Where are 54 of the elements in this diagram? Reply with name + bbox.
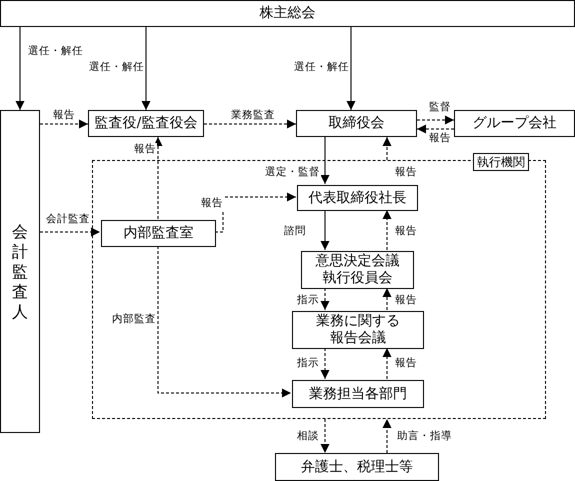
arrow — [416, 116, 454, 124]
advisor-box: 弁護士、税理士等 — [275, 453, 439, 481]
edge-label: 選任・解任 — [293, 61, 350, 74]
arrow — [320, 136, 330, 184]
arrow — [16, 26, 24, 110]
president-box: 代表取締役社長 — [297, 185, 418, 211]
group-company-box: グループ会社 — [454, 110, 575, 137]
arrow — [382, 418, 392, 454]
edge-label: 選任・解任 — [27, 45, 84, 58]
edge-label: 報告 — [200, 197, 224, 210]
arrow — [320, 418, 330, 454]
arrow — [382, 136, 392, 160]
arrow — [382, 210, 392, 250]
edge-label: 報告 — [394, 357, 418, 370]
arrow — [40, 228, 100, 236]
arrow — [320, 210, 330, 250]
arrow — [154, 136, 162, 220]
edge-label: 助言・指導 — [396, 430, 453, 443]
edge-label: 諮問 — [283, 225, 307, 238]
arrow — [382, 288, 392, 310]
edge-label: 報告 — [394, 166, 418, 179]
audit-board-box: 監査役/監査役会 — [88, 110, 204, 137]
edge-label: 選任・解任 — [88, 61, 145, 74]
arrow — [204, 120, 296, 128]
meeting-box: 株主総会 — [0, 0, 575, 27]
internal-audit-box: 内部監査室 — [101, 220, 216, 247]
edge-label: 報告 — [52, 109, 76, 122]
edge-label: 内部監査 — [111, 313, 157, 326]
arrow — [320, 348, 330, 380]
edge-label: 報告 — [133, 143, 157, 156]
group-label: 執行機関 — [473, 153, 529, 171]
edge-label: 監督 — [428, 101, 452, 114]
arrow — [214, 192, 296, 232]
arrow — [142, 26, 150, 110]
arrow — [320, 288, 330, 310]
arrow — [158, 246, 292, 398]
edge-label: 報告 — [394, 225, 418, 238]
edge-label: 報告 — [428, 132, 452, 145]
arrow — [346, 26, 356, 110]
edge-label: 相談 — [296, 430, 320, 443]
edge-label: 業務監査 — [230, 109, 276, 122]
arrow — [40, 120, 88, 128]
edge-label: 指示 — [296, 357, 320, 370]
department-box: 業務担当各部門 — [292, 380, 424, 408]
report-meeting-box: 業務に関する報告会議 — [292, 311, 424, 349]
arrow — [416, 124, 454, 134]
edge-label: 指示 — [296, 294, 320, 307]
edge-label: 報告 — [394, 294, 418, 307]
committee-box: 意思決定会議執行役員会 — [301, 251, 414, 289]
edge-label: 選定・監督 — [264, 166, 321, 179]
board-box: 取締役会 — [296, 110, 417, 137]
auditor-box: 会計監査人 — [0, 110, 40, 433]
arrow — [382, 348, 392, 380]
edge-label: 会計監査 — [45, 213, 91, 226]
